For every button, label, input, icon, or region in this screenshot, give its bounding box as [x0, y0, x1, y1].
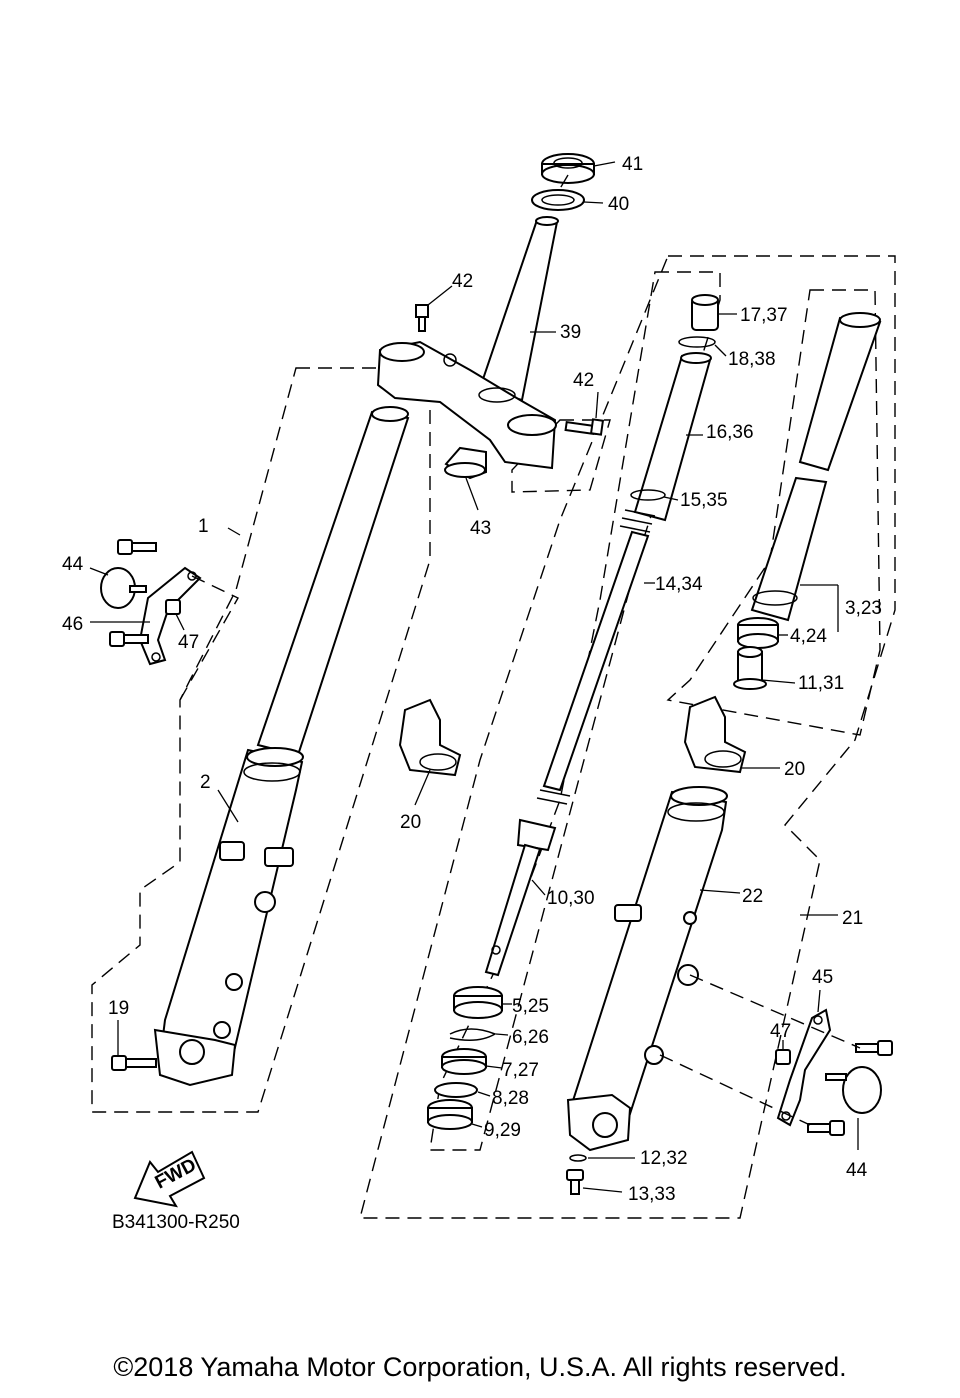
label-39: 39 [560, 322, 581, 343]
fwd-arrow-icon: FWD [133, 1150, 206, 1208]
label-10-30: 10,30 [547, 888, 595, 909]
bolts-right-bracket [807, 1040, 893, 1136]
label-44-right: 44 [846, 1160, 868, 1181]
label-17-37: 17,37 [740, 305, 788, 326]
label-2: 2 [200, 772, 211, 793]
under-bracket [376, 340, 557, 470]
bracket-46 [138, 566, 202, 666]
label-18-38: 18,38 [728, 349, 776, 370]
mount-line-upper [689, 974, 861, 1049]
nut-47-right [775, 1049, 791, 1065]
label-45: 45 [812, 967, 833, 988]
mount-line-left-sensor [179, 575, 239, 701]
outer-tube-2 [153, 747, 304, 1087]
sensor-44-left [100, 567, 147, 609]
label-44-left: 44 [62, 554, 84, 575]
race-40 [531, 189, 585, 211]
label-6-26: 6,26 [512, 1027, 549, 1048]
label-20-right: 20 [784, 759, 805, 780]
inner-tube-3 [750, 312, 882, 622]
guide-43 [444, 446, 487, 480]
assembly-outline-left-fork [91, 367, 431, 1113]
bolt-19 [111, 1055, 157, 1071]
assembly-outline-bracket [511, 419, 611, 493]
bushing-9 [427, 1099, 473, 1130]
label-3-23: 3,23 [845, 598, 882, 619]
label-8-28: 8,28 [492, 1088, 529, 1109]
outer-tube-22 [566, 786, 728, 1152]
label-7-27: 7,27 [502, 1060, 539, 1081]
assembly-outline-right-fork [359, 255, 896, 1219]
bushing-4 [737, 617, 779, 649]
label-5-25: 5,25 [512, 996, 549, 1017]
bolts-left-bracket [109, 539, 157, 647]
oil-seal-7 [441, 1048, 487, 1075]
nut-47-left [165, 599, 181, 615]
piece-11 [733, 646, 767, 690]
damper-rod-10 [484, 818, 557, 977]
mount-line-stem [557, 174, 569, 193]
label-16-36: 16,36 [706, 422, 754, 443]
bearing-41 [541, 153, 595, 184]
washer-12 [569, 1154, 587, 1162]
label-21: 21 [842, 908, 863, 929]
copyright-notice: ©2018 Yamaha Motor Corporation, U.S.A. A… [113, 1352, 847, 1382]
spring-14 [536, 509, 656, 805]
label-9-29: 9,29 [484, 1120, 521, 1141]
cap-bolt-17 [691, 294, 719, 331]
dust-seal-5 [453, 986, 503, 1019]
washer-15 [630, 489, 666, 501]
label-15-35: 15,35 [680, 490, 728, 511]
label-14-34: 14,34 [655, 574, 703, 595]
steering-stem-39 [478, 216, 559, 402]
label-11-31: 11,31 [798, 673, 844, 694]
bolt-42-side [564, 418, 605, 436]
label-1: 1 [198, 516, 209, 537]
label-22: 22 [742, 886, 763, 907]
circlip-6 [449, 1028, 497, 1041]
label-4-24: 4,24 [790, 626, 827, 647]
label-42-side: 42 [573, 370, 594, 391]
bolt-13 [566, 1169, 584, 1195]
label-47-left: 47 [178, 632, 199, 653]
o-ring-18 [678, 336, 716, 348]
label-47-right: 47 [770, 1021, 791, 1042]
label-46: 46 [62, 614, 83, 635]
fork-guard-20-right [683, 695, 747, 774]
diagram-code: B341300-R250 [112, 1212, 240, 1233]
label-43: 43 [470, 518, 491, 539]
label-41: 41 [622, 154, 643, 175]
label-20-left: 20 [400, 812, 421, 833]
fork-guard-20-left [398, 698, 462, 777]
label-12-32: 12,32 [640, 1148, 688, 1169]
leader-lines [89, 161, 859, 1193]
sensor-44-right [825, 1066, 882, 1114]
label-13-33: 13,33 [628, 1184, 676, 1205]
label-19: 19 [108, 998, 129, 1019]
spacer-16 [633, 352, 712, 522]
label-40: 40 [608, 194, 629, 215]
bolt-42-top [415, 304, 429, 332]
mount-line-lower [659, 1054, 811, 1126]
washer-8 [434, 1082, 478, 1098]
label-42-top: 42 [452, 271, 473, 292]
